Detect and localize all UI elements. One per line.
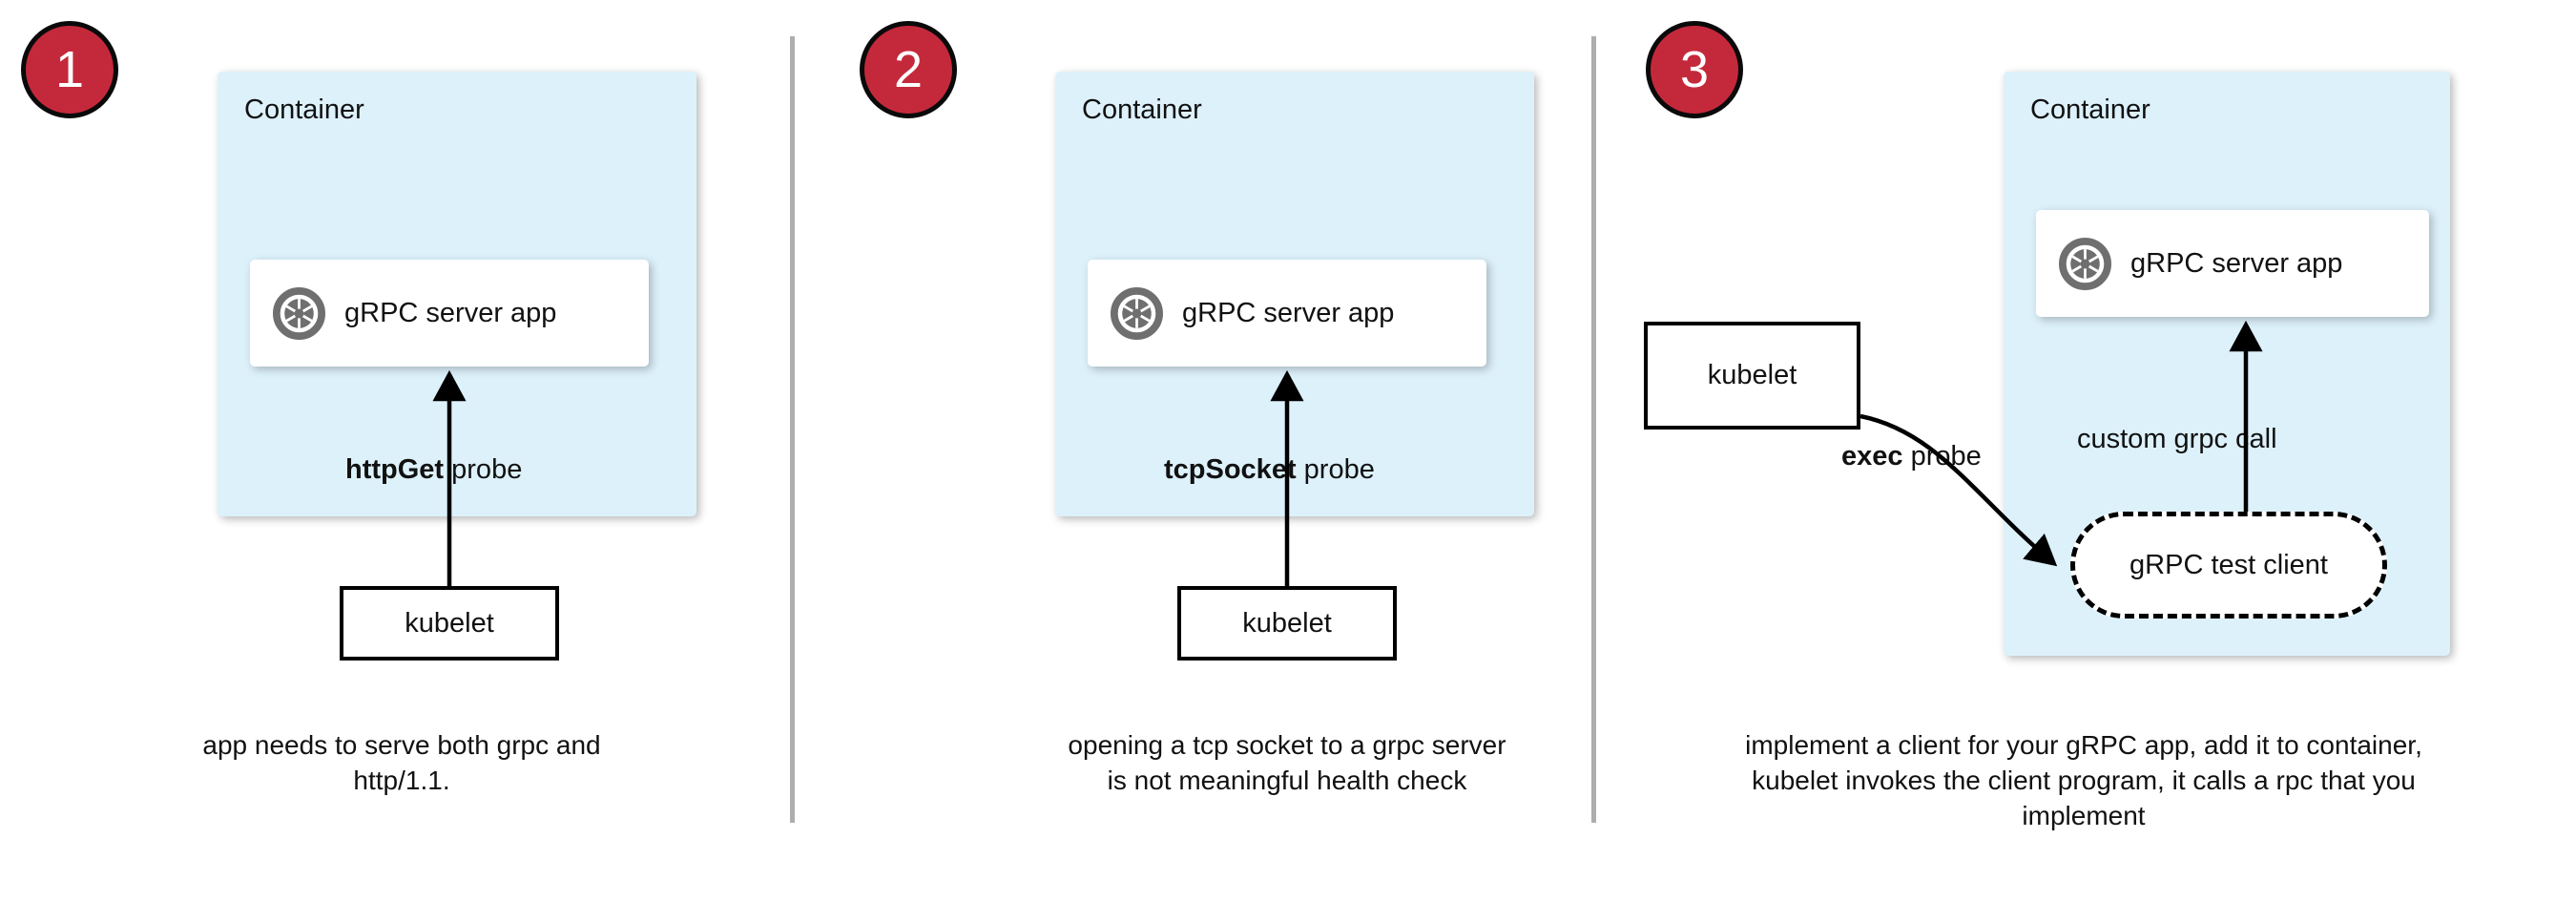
step-badge-2: 2	[860, 21, 957, 118]
step-badge-1: 1	[21, 21, 118, 118]
grpc-server-app-box-3: gRPC server app	[2036, 210, 2429, 317]
caption-2: opening a tcp socket to a grpc server is…	[1068, 730, 1506, 796]
grpc-server-app-box-1: gRPC server app	[250, 260, 649, 367]
panel-2: 2 Container	[790, 0, 1591, 923]
probe-label-1-suffix: probe	[444, 454, 523, 485]
grpc-test-client-box: gRPC test client	[2070, 512, 2387, 619]
grpc-server-app-box-2: gRPC server app	[1088, 260, 1486, 367]
kubelet-box-1: kubelet	[340, 586, 559, 661]
grpc-server-app-label-3: gRPC server app	[2130, 247, 2343, 279]
container-label-2: Container	[1082, 94, 1202, 125]
custom-grpc-call-label: custom grpc call	[2077, 424, 2277, 454]
kubelet-label-2: kubelet	[1242, 607, 1332, 639]
kubelet-box-3: kubelet	[1644, 322, 1860, 430]
grpc-server-app-label-2: gRPC server app	[1182, 297, 1395, 328]
probe-label-1: httpGet probe	[345, 454, 522, 486]
panel-divider-1	[790, 36, 795, 823]
kubelet-label-1: kubelet	[405, 607, 494, 639]
probe-label-2-keyword: tcpSocket	[1164, 454, 1297, 485]
probe-label-2: tcpSocket probe	[1164, 454, 1375, 486]
grpc-aperture-icon	[273, 286, 325, 340]
kubelet-label-3: kubelet	[1707, 360, 1797, 390]
container-label-1: Container	[244, 94, 364, 125]
caption-3: implement a client for your gRPC app, ad…	[1745, 730, 2422, 831]
grpc-test-client-label: gRPC test client	[2129, 549, 2328, 580]
probe-label-3-suffix: probe	[1902, 441, 1982, 472]
probe-label-1-keyword: httpGet	[345, 454, 445, 485]
grpc-aperture-icon	[1111, 286, 1163, 340]
grpc-aperture-icon	[2059, 237, 2111, 290]
probe-label-2-suffix: probe	[1296, 454, 1375, 485]
step-badge-3: 3	[1646, 21, 1743, 118]
container-label-3: Container	[2030, 94, 2150, 125]
grpc-server-app-label-1: gRPC server app	[344, 297, 557, 328]
kubelet-box-2: kubelet	[1177, 586, 1397, 661]
probe-label-3: exec probe	[1841, 441, 1982, 472]
probe-label-3-keyword: exec	[1841, 441, 1903, 472]
panel-divider-2	[1591, 36, 1596, 823]
panel-1: 1 Container	[0, 0, 790, 923]
caption-1: app needs to serve both grpc and http/1.…	[202, 730, 601, 796]
panel-3: 3 Container	[1591, 0, 2576, 923]
